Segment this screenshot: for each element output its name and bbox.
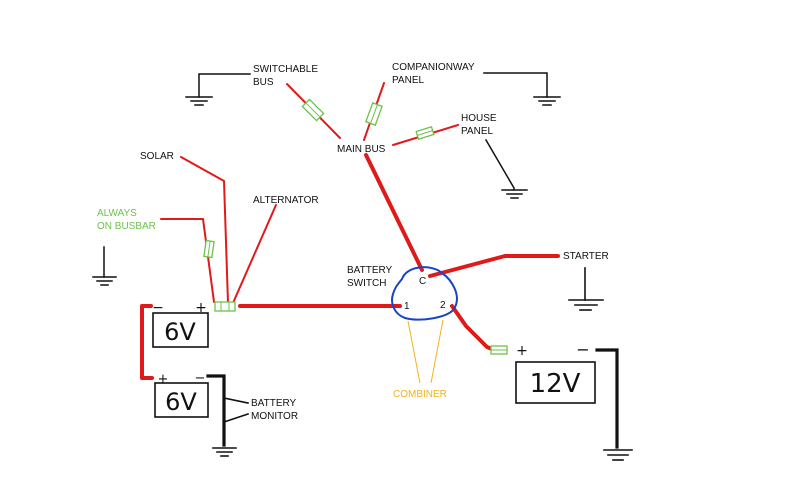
wire-main-to-switch: [364, 153, 424, 272]
switch-terminal-2: 2: [440, 300, 446, 311]
label-switchable-bus-1: SWITCHABLE: [253, 64, 318, 75]
wire-alternator: [232, 204, 277, 304]
wire-always-on: [160, 218, 215, 303]
combiner-lines: [407, 319, 444, 384]
battery-12v-house: 12V + −: [515, 340, 596, 404]
label-main-bus: MAIN BUS: [337, 144, 386, 155]
ground-symbol-start-battery: [206, 374, 237, 457]
battery-12v-minus: −: [576, 340, 589, 359]
label-combiner: COMBINER: [393, 389, 447, 400]
label-starter: STARTER: [563, 251, 609, 262]
battery-6v-upper-minus: −: [152, 300, 164, 316]
battery-monitor-leads: [222, 397, 250, 424]
wire-switch-2-to-house: [450, 304, 494, 351]
battery-6v-lower-plus: +: [158, 372, 169, 387]
switch-terminal-1: 1: [404, 301, 410, 312]
battery-6v-upper-plus: +: [195, 300, 207, 316]
battery-6v-upper: 6V − +: [152, 300, 209, 348]
fuse-house-panel: [415, 126, 435, 140]
battery-6v-lower-minus: −: [195, 371, 206, 386]
label-always-on-2: ON BUSBAR: [97, 221, 156, 232]
label-companionway-1: COMPANIONWAY: [392, 62, 475, 73]
ground-symbol-companionway: [483, 72, 561, 106]
label-battery-switch-2: SWITCH: [347, 278, 386, 289]
label-alternator: ALTERNATOR: [253, 195, 319, 206]
battery-switch: [391, 266, 458, 321]
battery-6v-upper-label: 6V: [164, 318, 196, 346]
wire-starter: [428, 254, 560, 278]
battery-6v-lower-label: 6V: [165, 388, 197, 416]
battery-12v-label: 12V: [530, 369, 581, 399]
label-battery-monitor-2: MONITOR: [251, 411, 298, 422]
label-companionway-2: PANEL: [392, 75, 424, 86]
ground-symbol-house-panel: [484, 138, 528, 199]
fuse-always-on: [203, 239, 215, 259]
label-house-panel-2: PANEL: [461, 126, 493, 137]
ground-symbol-starter: [568, 267, 604, 311]
label-solar: SOLAR: [140, 151, 174, 162]
battery-12v-plus: +: [516, 343, 528, 359]
switch-terminal-c: C: [419, 276, 426, 287]
battery-6v-lower: 6V + −: [154, 371, 209, 418]
wire-battery-series: [140, 304, 154, 380]
label-always-on-1: ALWAYS: [97, 208, 137, 219]
label-switchable-bus-2: BUS: [253, 77, 274, 88]
fuse-house-battery: [490, 345, 508, 355]
ground-symbol-house-battery: [595, 348, 633, 461]
label-battery-monitor-1: BATTERY: [251, 398, 297, 409]
ground-symbol-always-on: [92, 246, 117, 286]
ground-symbol-switchable-bus: [185, 73, 251, 106]
label-house-panel-1: HOUSE: [461, 113, 497, 124]
busbar: [214, 301, 236, 312]
fuse-companionway: [365, 102, 383, 126]
fuse-switchable-bus: [301, 98, 325, 122]
wire-solar: [180, 156, 229, 304]
label-battery-switch-1: BATTERY: [347, 265, 393, 276]
